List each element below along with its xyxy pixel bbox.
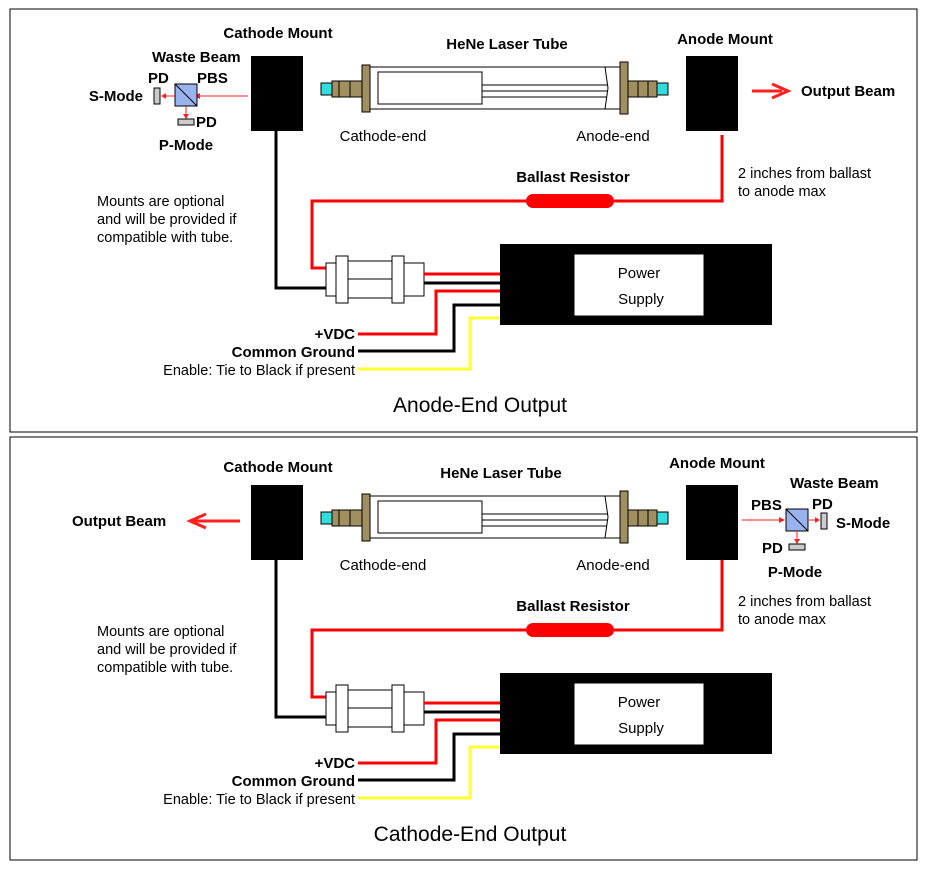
tube-label: HeNe Laser Tube bbox=[446, 36, 567, 53]
anode-flange bbox=[619, 490, 629, 544]
anode-mount bbox=[686, 56, 738, 131]
output-beam-label: Output Beam bbox=[801, 83, 895, 100]
anode-window bbox=[656, 82, 669, 96]
ballast-to-tube-wire bbox=[310, 628, 526, 699]
anode-end-cap bbox=[627, 80, 658, 98]
vdc-wire bbox=[358, 718, 500, 765]
panel-cathode-end-output: Cathode Mount Anode Mount HeNe Laser Tub… bbox=[9, 436, 918, 861]
cathode-black-wire bbox=[274, 560, 330, 719]
vdc-label: +VDC bbox=[315, 326, 356, 343]
ground-label: Common Ground bbox=[232, 344, 355, 361]
s-mode-photodiode bbox=[820, 512, 828, 530]
pbs-label: PBS bbox=[197, 70, 228, 87]
waste-beam-label: Waste Beam bbox=[790, 475, 879, 492]
panel-caption: Cathode-End Output bbox=[374, 823, 567, 846]
ballast-label: Ballast Resistor bbox=[516, 169, 630, 186]
output-beam-label: Output Beam bbox=[72, 513, 166, 530]
mounts-note-line-2: and will be provided if bbox=[97, 212, 237, 228]
panel-border bbox=[9, 436, 918, 861]
ground-wire bbox=[358, 303, 500, 353]
anode-end-label: Anode-end bbox=[576, 128, 649, 145]
panel-anode-end-output: Cathode Mount Anode Mount HeNe Laser Tub… bbox=[9, 8, 918, 433]
panel-caption: Anode-End Output bbox=[393, 394, 567, 417]
pd-p-label: PD bbox=[196, 114, 217, 131]
cathode-mount bbox=[251, 56, 303, 131]
enable-label: Enable: Tie to Black if present bbox=[163, 792, 355, 808]
pd-s-label: PD bbox=[148, 70, 169, 87]
s-mode-photodiode bbox=[153, 87, 161, 105]
p-mode-photodiode bbox=[788, 543, 806, 551]
cathode-end-label: Cathode-end bbox=[340, 128, 427, 145]
anode-mount-label: Anode Mount bbox=[677, 31, 773, 48]
power-supply-label-box bbox=[573, 682, 705, 746]
ballast-note-line-1: 2 inches from ballast bbox=[738, 594, 871, 610]
p-mode-photodiode bbox=[177, 118, 195, 126]
anode-red-wire bbox=[614, 560, 724, 632]
output-beam-arrow bbox=[186, 512, 240, 530]
p-mode-label: P-Mode bbox=[768, 564, 822, 581]
cathode-window bbox=[320, 82, 333, 96]
enable-label: Enable: Tie to Black if present bbox=[163, 363, 355, 379]
power-supply-label-box bbox=[573, 253, 705, 317]
enable-wire bbox=[358, 745, 500, 800]
anode-mount bbox=[686, 485, 738, 560]
waste-beam-label: Waste Beam bbox=[152, 49, 241, 66]
s-mode-label: S-Mode bbox=[836, 515, 890, 532]
mounts-note-line-2: and will be provided if bbox=[97, 642, 237, 658]
power-supply-label-line-1: Power bbox=[618, 694, 661, 711]
cathode-flange bbox=[361, 64, 371, 113]
hene-laser-tube bbox=[320, 61, 669, 115]
cathode-mount-label: Cathode Mount bbox=[223, 459, 332, 476]
cathode-flange bbox=[361, 493, 371, 542]
ground-label: Common Ground bbox=[232, 773, 355, 790]
mounts-note-line-3: compatible with tube. bbox=[97, 230, 233, 246]
hene-laser-tube bbox=[320, 490, 669, 544]
cathode-mount bbox=[251, 485, 303, 560]
anode-end-label: Anode-end bbox=[576, 557, 649, 574]
anode-mount-label: Anode Mount bbox=[669, 455, 765, 472]
cathode-black-wire bbox=[274, 131, 330, 290]
vdc-wire bbox=[358, 289, 500, 336]
ballast-to-tube-wire bbox=[310, 199, 526, 270]
ballast-resistor bbox=[526, 194, 614, 208]
pd-p-label: PD bbox=[762, 540, 783, 557]
power-supply-label-line-2: Supply bbox=[618, 720, 664, 737]
mounts-note-line-1: Mounts are optional bbox=[97, 624, 224, 640]
pd-s-label: PD bbox=[812, 496, 833, 513]
ballast-note-line-2: to anode max bbox=[738, 612, 827, 628]
ballast-resistor bbox=[526, 623, 614, 637]
cathode-end-cap bbox=[331, 80, 363, 98]
power-supply-label-line-2: Supply bbox=[618, 291, 664, 308]
ballast-label: Ballast Resistor bbox=[516, 598, 630, 615]
tube-label: HeNe Laser Tube bbox=[440, 465, 561, 482]
cathode-can bbox=[377, 500, 483, 534]
cathode-can bbox=[377, 71, 483, 105]
anode-end-cap bbox=[627, 509, 658, 527]
ground-wire bbox=[358, 732, 500, 782]
hv-connector bbox=[325, 255, 500, 304]
mounts-note-line-1: Mounts are optional bbox=[97, 194, 224, 210]
waste-beam-optics bbox=[742, 508, 828, 551]
ballast-note-line-1: 2 inches from ballast bbox=[738, 166, 871, 182]
enable-wire bbox=[358, 316, 500, 371]
ballast-note-line-2: to anode max bbox=[738, 184, 827, 200]
anode-flange bbox=[619, 61, 629, 115]
anode-red-wire bbox=[614, 135, 724, 203]
p-mode-label: P-Mode bbox=[159, 137, 213, 154]
power-supply-label-line-1: Power bbox=[618, 265, 661, 282]
cathode-end-cap bbox=[331, 509, 363, 527]
cathode-window bbox=[320, 511, 333, 525]
s-mode-label: S-Mode bbox=[89, 88, 143, 105]
mounts-note-line-3: compatible with tube. bbox=[97, 660, 233, 676]
vdc-label: +VDC bbox=[315, 755, 356, 772]
waste-beam-optics bbox=[153, 83, 248, 126]
pbs-label: PBS bbox=[751, 497, 782, 514]
hv-connector bbox=[325, 684, 500, 733]
output-beam-arrow bbox=[752, 82, 792, 100]
cathode-mount-label: Cathode Mount bbox=[223, 25, 332, 42]
anode-window bbox=[656, 511, 669, 525]
cathode-end-label: Cathode-end bbox=[340, 557, 427, 574]
